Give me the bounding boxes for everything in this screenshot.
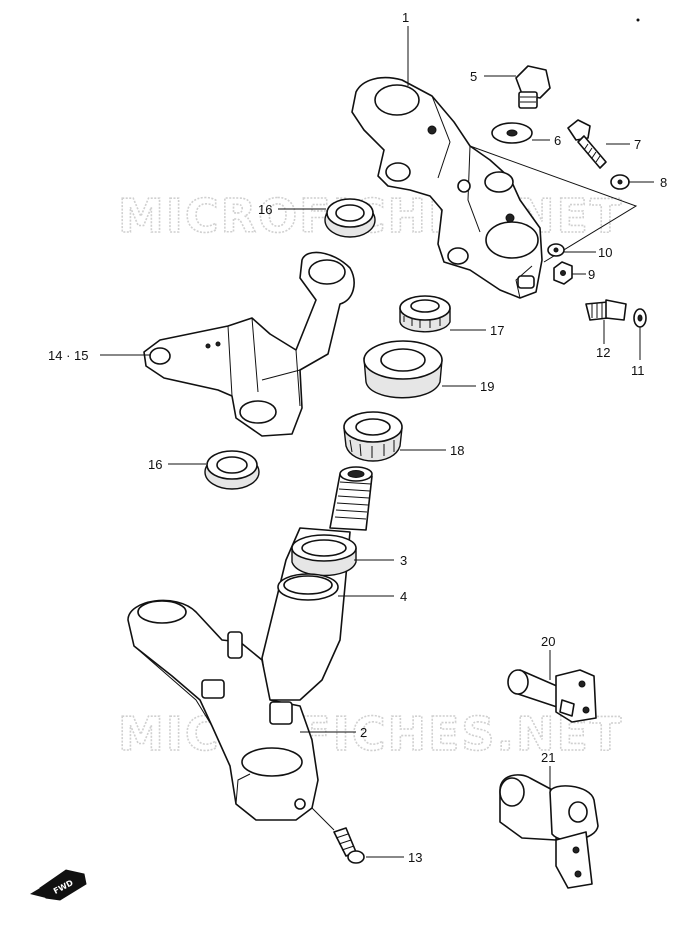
washer-10	[547, 243, 565, 257]
callout-14-15: 14 · 15	[48, 348, 88, 363]
washer-11	[633, 308, 647, 328]
callout-18: 18	[450, 443, 464, 458]
callout-16-lower: 16	[148, 457, 162, 472]
seal-4	[277, 573, 339, 601]
callout-3: 3	[400, 553, 407, 568]
callout-21: 21	[541, 750, 555, 765]
callout-20: 20	[541, 634, 555, 649]
washer-6	[491, 122, 533, 144]
grommet-16-lower	[204, 450, 260, 490]
steering-lock-21	[499, 774, 599, 889]
callout-2: 2	[360, 725, 367, 740]
upper-bracket	[351, 76, 543, 299]
seal-17	[399, 295, 451, 333]
watermark-bottom: MICROFICHES.NET	[118, 707, 623, 761]
bolt-7	[567, 119, 607, 169]
grommet-16-upper	[324, 198, 376, 238]
speck	[636, 18, 640, 22]
washer-8	[610, 174, 630, 190]
bearing-race-19	[363, 340, 443, 399]
callout-13: 13	[408, 850, 422, 865]
callout-8: 8	[660, 175, 667, 190]
bolt-12	[585, 299, 627, 321]
callout-5: 5	[470, 69, 477, 84]
bearing-3	[291, 534, 357, 577]
callout-19: 19	[480, 379, 494, 394]
bolt-13	[311, 807, 365, 864]
callout-9: 9	[588, 267, 595, 282]
callout-1: 1	[402, 10, 409, 25]
steering-stem	[127, 466, 373, 821]
bolt-5	[515, 65, 551, 109]
callout-7: 7	[634, 137, 641, 152]
handlebar-bracket	[143, 251, 355, 437]
callout-10: 10	[598, 245, 612, 260]
callout-16-upper: 16	[258, 202, 272, 217]
callout-4: 4	[400, 589, 407, 604]
callout-17: 17	[490, 323, 504, 338]
leader-lines	[100, 26, 654, 858]
steering-lock-20	[507, 669, 597, 723]
nut-9	[553, 261, 573, 285]
bearing-18	[343, 411, 403, 462]
callout-6: 6	[554, 133, 561, 148]
callout-labels: 1 2 3 4 5 6 7 8 9 10 11 12 13 14 · 15 16…	[48, 10, 667, 865]
callout-12: 12	[596, 345, 610, 360]
callout-11: 11	[631, 363, 645, 378]
forward-arrow-icon: FWD	[30, 869, 87, 901]
